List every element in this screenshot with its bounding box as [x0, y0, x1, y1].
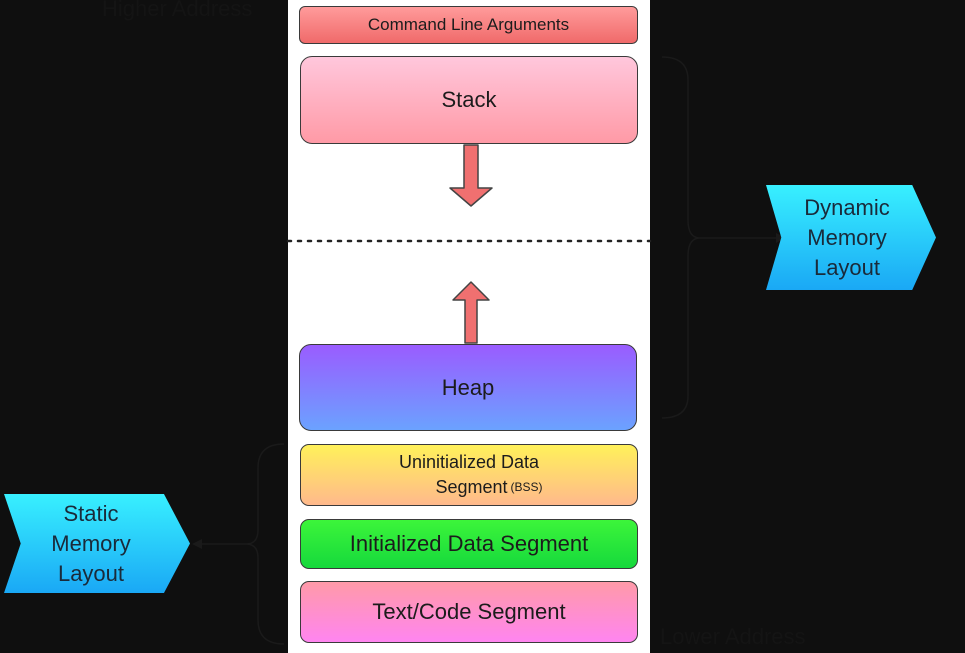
text-code-segment: Text/Code Segment: [300, 581, 638, 643]
dynamic-tag-line2: Memory: [807, 224, 887, 250]
static-memory-layout-tag: Static Memory Layout: [4, 494, 190, 593]
bss-segment: Uninitialized Data Segment(BSS): [300, 444, 638, 506]
dynamic-tag-line1: Dynamic: [804, 194, 890, 220]
heap-growth-arrow: [452, 281, 490, 344]
bss-label-segment: Segment: [435, 477, 508, 497]
heap-label: Heap: [441, 374, 495, 400]
dynamic-connector-arrowhead: [776, 233, 786, 243]
initialized-data-segment: Initialized Data Segment: [300, 519, 638, 569]
dynamic-tag-line3: Layout: [813, 254, 881, 280]
static-tag-line3: Layout: [57, 560, 125, 586]
stack-segment: Stack: [300, 56, 638, 144]
heap-segment: Heap: [299, 344, 637, 431]
static-tag-line1: Static: [63, 500, 119, 526]
bss-label-line1: Uninitialized Data: [398, 452, 540, 472]
initialized-data-label: Initialized Data Segment: [349, 531, 589, 556]
command-line-arguments-label: Command Line Arguments: [367, 15, 570, 34]
dynamic-memory-layout-tag: Dynamic Memory Layout: [766, 185, 936, 290]
command-line-arguments-segment: Command Line Arguments: [299, 6, 638, 44]
text-code-label: Text/Code Segment: [372, 599, 566, 624]
lower-address-label: Lower Address: [660, 624, 806, 649]
higher-address-label: Higher Address: [102, 0, 253, 21]
static-connector-arrowhead: [192, 539, 202, 549]
stack-label: Stack: [441, 87, 497, 112]
static-tag-line2: Memory: [51, 530, 131, 556]
dynamic-bracket: [661, 56, 701, 419]
bss-label-suffix: (BSS): [510, 480, 543, 494]
static-bracket: [245, 443, 285, 645]
bss-label-line2: Segment(BSS): [395, 475, 542, 500]
stack-growth-arrow: [449, 144, 493, 207]
